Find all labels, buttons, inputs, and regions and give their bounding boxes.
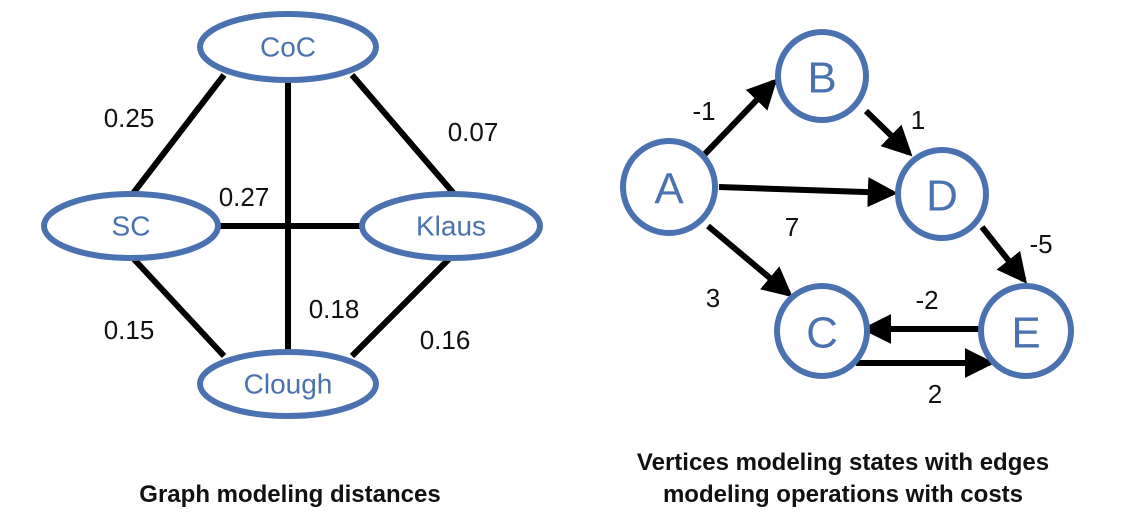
node-d: D	[895, 147, 989, 241]
node-c-label: C	[806, 309, 838, 358]
weight-coc-sc: 0.25	[104, 103, 155, 133]
node-sc-label: SC	[112, 211, 151, 242]
right-caption-line1: Vertices modeling states with edges	[637, 449, 1049, 476]
weight-a-b: -1	[692, 96, 715, 126]
weight-klaus-clough: 0.16	[420, 325, 471, 355]
node-b: B	[775, 29, 869, 123]
weight-e-c: -2	[915, 285, 938, 315]
edge-sc-clough	[128, 253, 227, 359]
weight-coc-clough: 0.18	[309, 294, 360, 324]
node-e-label: E	[1011, 309, 1040, 358]
edge-coc-sc	[128, 73, 227, 198]
weight-b-d: 1	[911, 105, 925, 135]
node-klaus-label: Klaus	[416, 211, 486, 242]
node-coc-label: CoC	[260, 32, 316, 63]
node-e: E	[978, 283, 1074, 379]
node-b-label: B	[807, 54, 836, 103]
edge-d-e	[979, 225, 1027, 284]
right-graph-edges	[701, 78, 1027, 378]
left-caption: Graph modeling distances	[139, 481, 440, 508]
node-clough: Clough	[197, 349, 379, 419]
node-coc: CoC	[197, 11, 379, 83]
node-c: C	[774, 283, 870, 379]
weight-sc-klaus: 0.27	[219, 182, 270, 212]
node-klaus: Klaus	[359, 191, 543, 261]
edge-b-d	[863, 108, 913, 157]
node-clough-label: Clough	[244, 369, 333, 400]
weight-d-e: -5	[1029, 229, 1052, 259]
edge-a-c	[706, 223, 793, 298]
node-sc: SC	[41, 191, 221, 261]
right-caption-line2: modeling operations with costs	[663, 481, 1023, 508]
weight-c-e: 2	[928, 379, 942, 409]
edge-a-d	[718, 177, 898, 208]
edge-klaus-clough	[349, 253, 455, 359]
weight-coc-klaus: 0.07	[448, 117, 499, 147]
edge-a-b	[701, 78, 778, 158]
weight-a-d: 7	[785, 212, 799, 242]
node-d-label: D	[926, 172, 958, 221]
weight-sc-clough: 0.15	[104, 315, 155, 345]
node-a-label: A	[654, 165, 684, 214]
left-graph-edges	[128, 73, 459, 359]
weight-a-c: 3	[706, 283, 720, 313]
edge-coc-klaus	[349, 73, 459, 198]
node-a: A	[620, 138, 718, 236]
